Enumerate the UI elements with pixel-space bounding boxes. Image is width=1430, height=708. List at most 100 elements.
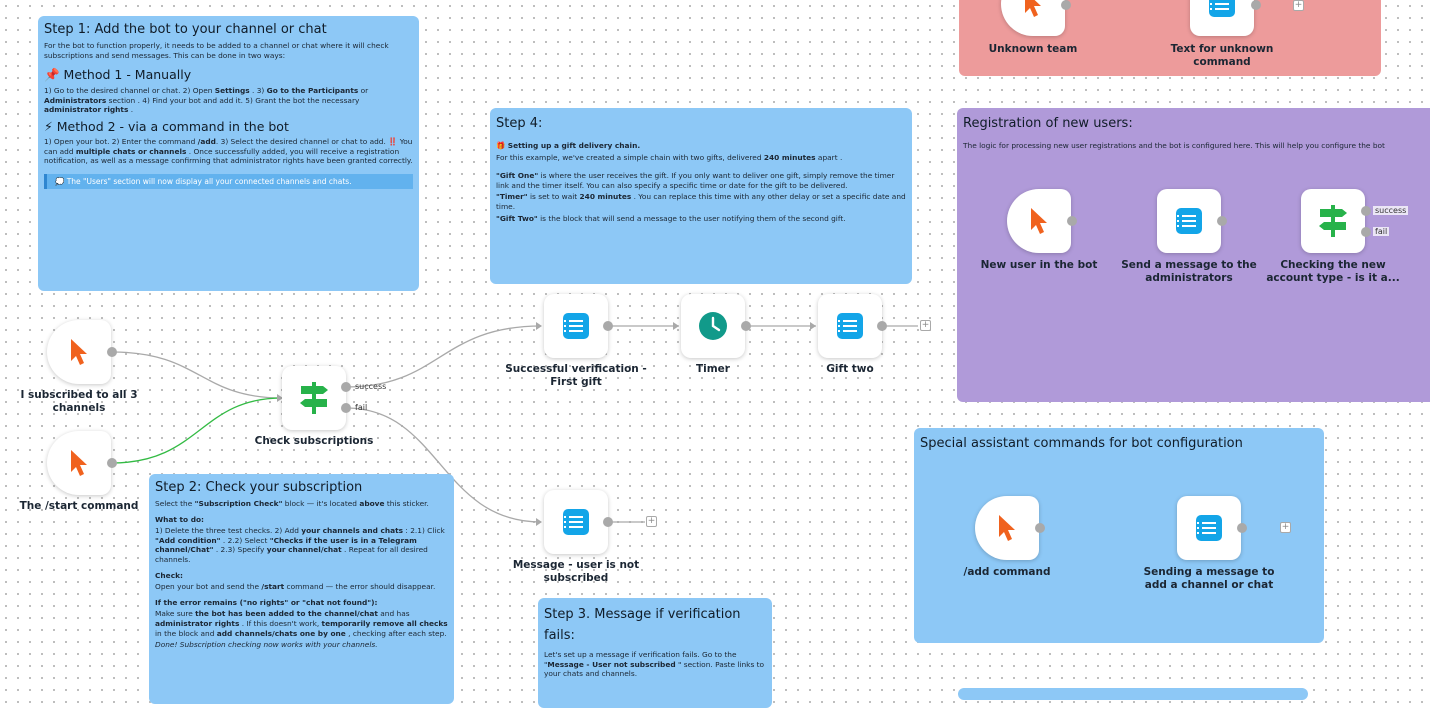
step3-sticky-note[interactable]: Step 3. Message if verification fails: L…: [538, 598, 772, 708]
step4-intro: For this example, we've created a simple…: [496, 152, 843, 162]
list-message-icon: [1209, 0, 1235, 17]
list-message-icon: [837, 313, 863, 339]
step4-gift-one: "Gift One" is where the user receives th…: [496, 171, 895, 190]
step4-sticky-note[interactable]: Step 4: 🎁 Setting up a gift delivery cha…: [490, 108, 912, 284]
node-label: /add command: [963, 566, 1051, 578]
wire-success-to-verification: [345, 325, 542, 388]
success-port[interactable]: [341, 382, 351, 392]
add-step-icon[interactable]: +: [1280, 522, 1291, 533]
cursor-arrow-icon: [999, 515, 1015, 541]
output-port[interactable]: [107, 458, 117, 468]
output-port[interactable]: [1067, 216, 1077, 226]
fail-port[interactable]: [341, 403, 351, 413]
cursor-arrow-icon: [1031, 208, 1047, 234]
list-message-icon: [563, 509, 589, 535]
output-port[interactable]: [107, 347, 117, 357]
method2-text: 1) Open your bot. 2) Enter the command /…: [44, 136, 413, 166]
step3-title: Step 3. Message if verification fails:: [544, 607, 741, 643]
output-port[interactable]: [877, 321, 887, 331]
output-port[interactable]: [1237, 523, 1247, 533]
step1-title: Step 1: Add the bot to your channel or c…: [44, 22, 327, 37]
node-label: New user in the bot: [980, 259, 1098, 271]
output-port[interactable]: [1217, 216, 1227, 226]
node-label: Sending a message to add a channel or ch…: [1143, 566, 1275, 591]
node-label: The /start command: [19, 500, 139, 512]
message-node-text-unknown-command[interactable]: [1190, 0, 1254, 36]
success-port-label: success: [1373, 206, 1409, 215]
wire-subscribed-to-check: [111, 351, 283, 399]
message-node-not-subscribed[interactable]: [544, 490, 608, 554]
node-label: Send a message to the administrators: [1121, 259, 1257, 284]
step2-check-title: Check:: [155, 570, 183, 580]
add-step-icon[interactable]: +: [646, 516, 657, 527]
step2-sticky-note[interactable]: Step 2: Check your subscription Select t…: [149, 474, 454, 704]
message-node-successful-verification[interactable]: [544, 294, 608, 358]
cursor-arrow-icon: [1025, 0, 1041, 17]
node-label: I subscribed to all 3 channels: [20, 389, 138, 414]
condition-node-check-account[interactable]: [1301, 189, 1365, 253]
message-node-gift-two[interactable]: [818, 294, 882, 358]
step3-text: Let's set up a message if verification f…: [544, 650, 765, 679]
special-title: Special assistant commands for bot confi…: [920, 436, 1243, 451]
step2-title: Step 2: Check your subscription: [155, 480, 363, 495]
fail-port-label: fail: [355, 403, 368, 412]
trigger-node-new-user[interactable]: [1007, 189, 1071, 253]
signpost-icon: [1319, 205, 1347, 237]
trigger-node-add-command[interactable]: [975, 496, 1039, 560]
success-port-label: success: [355, 382, 387, 391]
registration-text: The logic for processing new user regist…: [963, 141, 1385, 150]
node-label: Timer: [695, 363, 730, 375]
step1-callout: 💭 The "Users" section will now display a…: [44, 173, 413, 189]
output-port[interactable]: [1035, 523, 1045, 533]
step2-todo-text: 1) Delete the three test checks. 2) Add …: [155, 526, 445, 564]
clock-icon: [699, 312, 727, 340]
output-port[interactable]: [1061, 0, 1071, 10]
method2-title: ⚡ Method 2 - via a command in the bot: [44, 118, 289, 134]
step4-subtitle: 🎁 Setting up a gift delivery chain.: [496, 141, 641, 150]
list-message-icon: [1196, 515, 1222, 541]
fail-port[interactable]: [1361, 227, 1371, 237]
success-port[interactable]: [1361, 206, 1371, 216]
step1-intro: For the bot to function properly, it nee…: [44, 41, 389, 60]
wire-fail-to-notsubscribed: [345, 407, 542, 523]
timer-node[interactable]: [681, 294, 745, 358]
step4-gift-two: "Gift Two" is the block that will send a…: [496, 213, 846, 223]
condition-node-check-subscriptions[interactable]: [282, 366, 346, 430]
step1-sticky-note[interactable]: Step 1: Add the bot to your channel or c…: [38, 16, 419, 291]
step4-timer: "Timer" is set to wait 240 minutes . You…: [496, 192, 906, 211]
method1-text: 1) Go to the desired channel or chat. 2)…: [44, 86, 369, 115]
node-label: Unknown team: [988, 43, 1078, 55]
step2-check-text: Open your bot and send the /start comman…: [155, 582, 436, 592]
node-label: Checking the new account type - is it a.…: [1266, 259, 1400, 284]
trigger-node-subscribed[interactable]: [47, 320, 111, 384]
message-node-sending-add[interactable]: [1177, 496, 1241, 560]
list-message-icon: [1176, 208, 1202, 234]
step4-title: Step 4:: [496, 116, 543, 131]
add-step-icon[interactable]: +: [1293, 0, 1304, 11]
node-label: Successful verification - First gift: [505, 363, 647, 388]
bottom-note-edge[interactable]: [958, 688, 1308, 700]
registration-title: Registration of new users:: [963, 116, 1133, 131]
cursor-arrow-icon: [71, 339, 87, 365]
node-label: Check subscriptions: [254, 435, 374, 447]
output-port[interactable]: [603, 517, 613, 527]
message-node-send-admins[interactable]: [1157, 189, 1221, 253]
step2-error-title: If the error remains ("no rights" or "ch…: [155, 597, 378, 607]
node-label: Message - user is not subscribed: [512, 559, 640, 584]
list-message-icon: [563, 313, 589, 339]
output-port[interactable]: [741, 321, 751, 331]
output-port[interactable]: [1251, 0, 1261, 10]
step2-error-text: Make sure the bot has been added to the …: [155, 609, 448, 638]
trigger-node-start[interactable]: [47, 431, 111, 495]
method1-title: 📌 Method 1 - Manually: [44, 67, 192, 83]
add-step-icon[interactable]: +: [920, 320, 931, 331]
signpost-icon: [300, 382, 328, 414]
step2-todo-title: What to do:: [155, 514, 205, 524]
cursor-arrow-icon: [71, 450, 87, 476]
fail-port-label: fail: [1373, 227, 1390, 236]
registration-group[interactable]: Registration of new users: The logic for…: [957, 108, 1430, 402]
step2-intro: Select the "Subscription Check" block — …: [155, 499, 429, 508]
step2-done: Done! Subscription checking now works wi…: [155, 640, 378, 650]
output-port[interactable]: [603, 321, 613, 331]
node-label: Gift two: [826, 363, 874, 375]
